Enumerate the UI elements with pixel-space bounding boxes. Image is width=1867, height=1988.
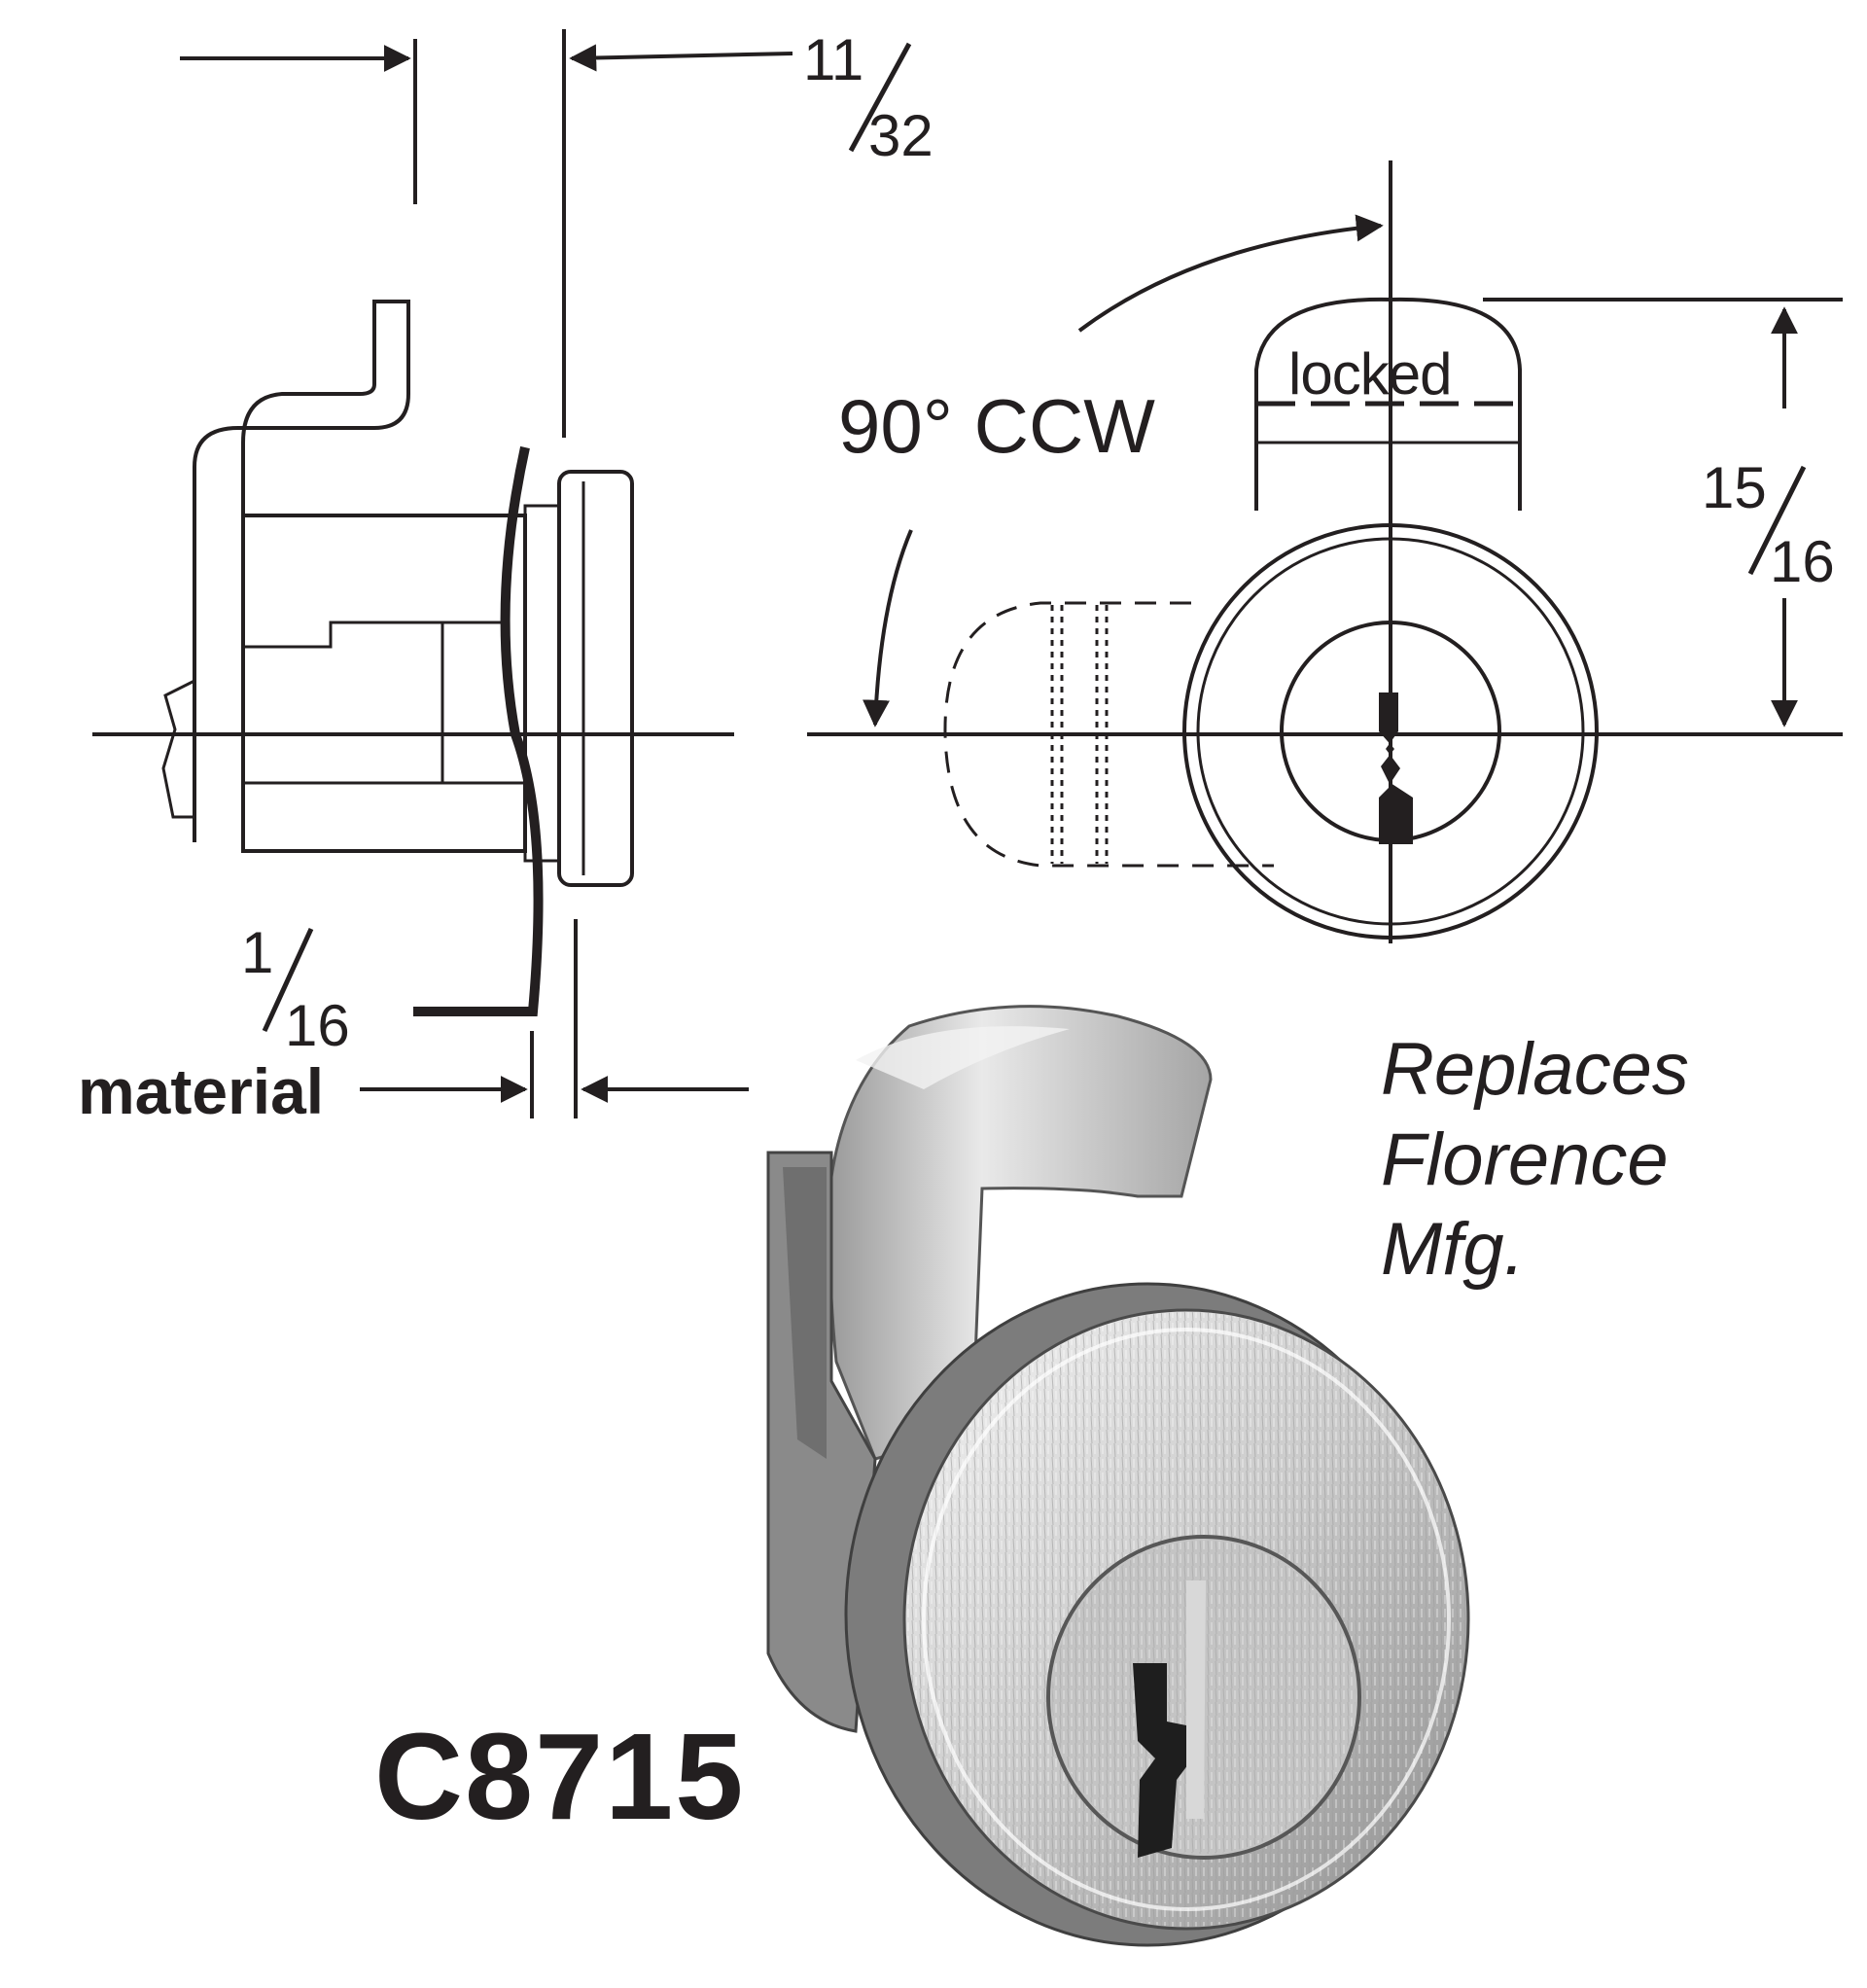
part-number: C8715 <box>374 1708 745 1845</box>
lock-body <box>241 514 527 853</box>
note-line-2: Florence <box>1381 1118 1669 1201</box>
front-view: locked <box>807 160 1843 943</box>
keyway <box>1379 692 1413 844</box>
face-inner-ring <box>1196 537 1585 926</box>
product-photo <box>766 1005 1470 1947</box>
dim-15-16: 15 16 <box>1702 455 1835 594</box>
dim-1-16-numerator: 1 <box>241 920 273 985</box>
photo-cam-arm <box>828 1005 1213 1461</box>
rotation-label: 90° CCW <box>838 383 1155 469</box>
fraction-slash <box>1747 465 1807 576</box>
cam-hook <box>193 300 410 842</box>
replaces-note: Replaces Florence Mfg. <box>1381 1028 1689 1291</box>
rear-stub <box>161 679 195 819</box>
photo-keyway-slot <box>1186 1580 1206 1819</box>
locked-label: locked <box>1288 341 1451 407</box>
fraction-slash <box>848 42 912 153</box>
photo-face-rim <box>922 1328 1451 1911</box>
unlocked-cam-outline <box>943 601 1274 868</box>
fraction-slash <box>262 927 314 1033</box>
rotation-annotation: 90° CCW <box>838 383 1155 469</box>
photo-cam-highlight <box>856 1026 1070 1089</box>
dim-11-32-denominator: 32 <box>868 103 934 168</box>
side-view <box>92 29 793 1118</box>
locked-cam-tab <box>1254 297 1522 511</box>
dim-15-16-numerator: 15 <box>1702 455 1767 520</box>
dim-11-32-numerator: 11 <box>803 27 863 92</box>
material-label: material <box>78 1055 324 1127</box>
rotation-arc <box>1077 214 1384 333</box>
dim-1-16-denominator: 16 <box>285 993 350 1058</box>
dim-1-16: 1 16 material <box>78 920 350 1127</box>
note-line-3: Mfg. <box>1381 1208 1525 1291</box>
dim-11-32: 11 32 <box>803 27 934 168</box>
dim-15-16-denominator: 16 <box>1770 529 1835 594</box>
lock-flange <box>557 470 634 887</box>
photo-cam-shadow <box>783 1167 827 1459</box>
photo-keyway <box>1133 1663 1191 1858</box>
dim-arrow-right <box>569 44 793 72</box>
face-outer-circle <box>1182 523 1599 940</box>
note-line-1: Replaces <box>1381 1028 1689 1111</box>
body-step <box>243 621 506 649</box>
rotation-arrow-down <box>863 529 913 728</box>
material-panel <box>413 445 544 1016</box>
